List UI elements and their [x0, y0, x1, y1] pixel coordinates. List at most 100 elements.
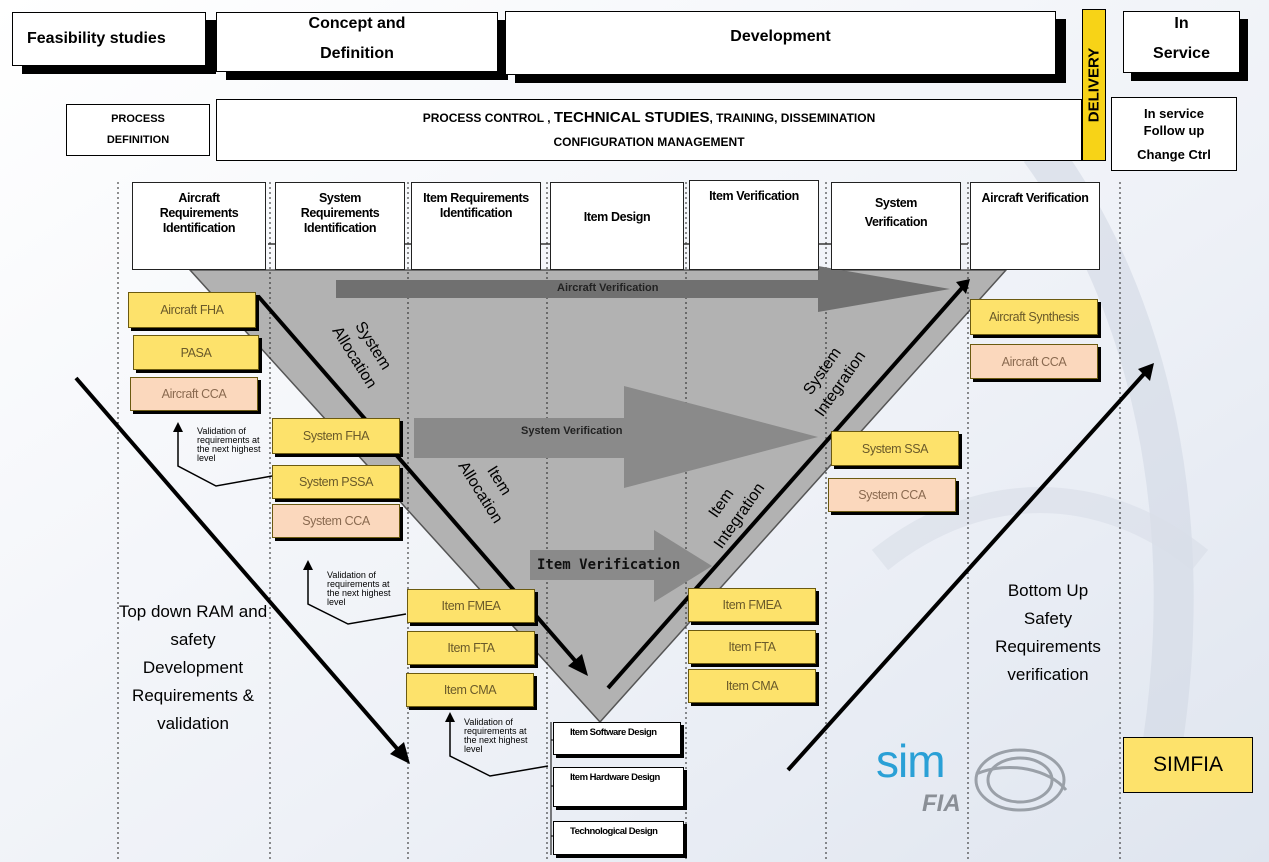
phase-development: Development	[505, 11, 1056, 75]
phase-concept-line1: Concept and	[308, 15, 406, 32]
in-service-followup-line2: Follow up	[1143, 123, 1205, 138]
column-line: Requirements	[159, 206, 239, 220]
system-ssa-box: System SSA	[831, 431, 959, 466]
note-line: Validation of	[464, 717, 513, 727]
note-line: the next highest	[197, 444, 261, 454]
column-line: Item Design	[583, 210, 651, 224]
process-definition-line2: DEFINITION	[106, 134, 170, 146]
column-aircraft-requirements: Aircraft Requirements Identification	[132, 182, 266, 270]
column-line: Requirements	[300, 206, 380, 220]
item-hardware-design-box: Item Hardware Design	[553, 767, 684, 807]
column-aircraft-verification: Aircraft Verification	[970, 182, 1100, 270]
column-line: Identification	[439, 206, 513, 220]
note-line: Validation of	[327, 570, 376, 580]
technical-studies-text: TECHNICAL STUDIES	[553, 109, 710, 126]
right-label-line: verification	[1007, 665, 1089, 684]
item-cma-right-box: Item CMA	[688, 669, 816, 703]
aircraft-verification-label: Aircraft Verification	[557, 282, 659, 294]
item-verification-arrow	[530, 530, 712, 602]
left-label-line: Requirements &	[132, 686, 254, 705]
validation-connectors	[177, 428, 549, 777]
process-definition-line1: PROCESS	[111, 113, 165, 125]
column-line: System	[318, 191, 362, 205]
system-fha-box: System FHA	[272, 418, 400, 454]
phase-delivery: DELIVERY	[1082, 9, 1106, 161]
column-system-verification: System Verification	[831, 182, 961, 270]
left-label-line: Development	[142, 658, 244, 677]
aircraft-verification-arrow	[336, 266, 950, 312]
in-service-followup-box: In service Follow up Change Ctrl	[1111, 97, 1237, 171]
phase-delivery-label: DELIVERY	[1085, 47, 1103, 123]
aircraft-cca-right-box: Aircraft CCA	[970, 344, 1098, 379]
aircraft-cca-left-box: Aircraft CCA	[130, 377, 258, 411]
aircraft-synthesis-box: Aircraft Synthesis	[970, 299, 1098, 335]
process-definition: PROCESS DEFINITION	[66, 104, 210, 156]
note-line: level	[197, 453, 216, 463]
phase-in-service-line1: In	[1174, 15, 1189, 32]
validation-note-aircraft: Validation of requirements at the next h…	[197, 427, 277, 463]
item-fmea-right-box: Item FMEA	[688, 588, 816, 622]
column-item-verification: Item Verification	[689, 180, 819, 270]
item-fta-left-box: Item FTA	[407, 631, 535, 665]
note-line: the next highest	[327, 588, 391, 598]
top-down-label: Top down RAM and safety Development Requ…	[110, 598, 276, 738]
right-label-line: Safety	[1023, 609, 1073, 628]
column-item-requirements: Item Requirements Identification	[411, 182, 541, 270]
note-line: level	[464, 744, 483, 754]
column-line: Aircraft Verification	[981, 191, 1089, 205]
validation-note-item: Validation of requirements at the next h…	[464, 718, 544, 754]
system-pssa-box: System PSSA	[272, 465, 400, 499]
note-line: level	[327, 597, 346, 607]
logo-globe-icon	[974, 748, 1068, 812]
item-cma-left-box: Item CMA	[406, 673, 534, 707]
phase-in-service-line2: Service	[1153, 45, 1210, 62]
logo-sim: sim	[876, 735, 946, 787]
pasa-box: PASA	[133, 335, 259, 370]
column-line: Item Verification	[709, 189, 799, 203]
column-line: Item Requirements	[423, 191, 529, 205]
aircraft-fha-box: Aircraft FHA	[128, 292, 256, 328]
column-line: Identification	[162, 221, 236, 235]
change-ctrl-label: Change Ctrl	[1137, 147, 1211, 162]
column-separators	[117, 182, 1121, 862]
item-fmea-left-box: Item FMEA	[407, 589, 535, 623]
column-item-design: Item Design	[550, 182, 684, 270]
note-line: Validation of	[197, 426, 246, 436]
left-label-line: validation	[157, 714, 229, 733]
phase-concept-line2: Definition	[320, 45, 394, 62]
arrow-heads	[390, 279, 1154, 764]
phase-feasibility: Feasibility studies	[12, 12, 206, 66]
note-line: the next highest	[464, 735, 528, 745]
system-verification-label: System Verification	[521, 425, 623, 437]
right-label-line: Requirements	[995, 637, 1101, 656]
left-label-line: safety	[170, 630, 216, 649]
column-line: Identification	[303, 221, 377, 235]
note-line: requirements at	[197, 435, 260, 445]
process-control-text: PROCESS CONTROL ,	[422, 111, 554, 125]
phase-concept: Concept and Definition	[216, 12, 498, 72]
logo-fia: FIA	[922, 790, 961, 817]
phase-in-service: In Service	[1123, 11, 1240, 73]
system-cca-left-box: System CCA	[272, 504, 400, 538]
right-label-line: Bottom Up	[1007, 581, 1089, 600]
training-dissemination-text: , TRAINING, DISSEMINATION	[709, 111, 876, 125]
item-software-design-box: Item Software Design	[553, 722, 681, 755]
system-cca-right-box: System CCA	[828, 478, 956, 512]
column-line: Verification	[864, 215, 928, 229]
item-verification-label: Item Verification	[537, 557, 681, 573]
process-control-box: PROCESS CONTROL , TECHNICAL STUDIES, TRA…	[216, 99, 1082, 161]
item-fta-right-box: Item FTA	[688, 630, 816, 664]
left-label-line: Top down RAM and	[118, 602, 268, 621]
column-line: System	[874, 196, 918, 210]
phase-feasibility-label: Feasibility studies	[27, 30, 166, 47]
column-system-requirements: System Requirements Identification	[275, 182, 405, 270]
in-service-followup-line1: In service	[1144, 106, 1204, 121]
note-line: requirements at	[327, 579, 390, 589]
technological-design-box: Technological Design	[553, 821, 684, 855]
background-swoosh	[871, 487, 1209, 571]
bottom-up-label: Bottom Up Safety Requirements verificati…	[978, 577, 1118, 689]
configuration-management-text: CONFIGURATION MANAGEMENT	[553, 135, 745, 149]
simfia-badge: SIMFIA	[1123, 737, 1253, 793]
column-line: Aircraft	[178, 191, 220, 205]
validation-arrow-heads	[173, 422, 455, 722]
